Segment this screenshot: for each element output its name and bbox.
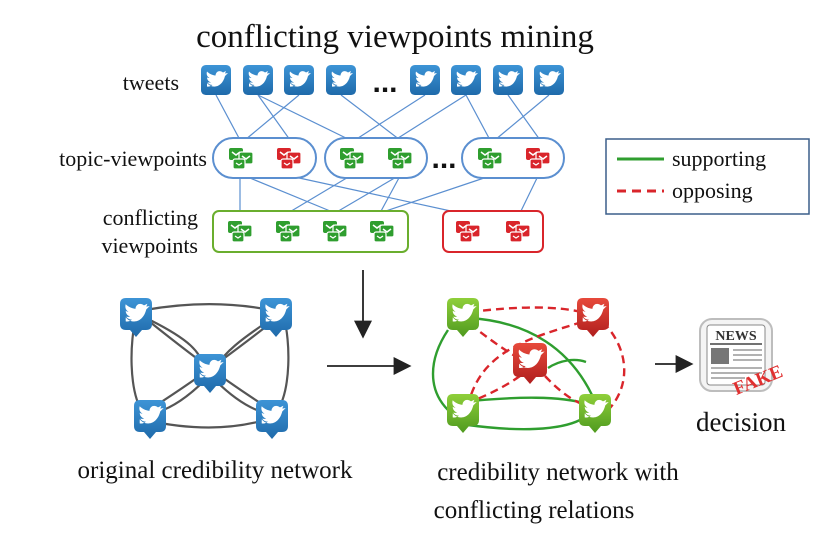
twitter-bird-icon xyxy=(120,298,152,337)
news-paper-icon: NEWS FAKE xyxy=(699,318,786,400)
legend-supporting-label: supporting xyxy=(672,146,766,171)
twitter-bird-icon xyxy=(447,298,479,337)
mining-link xyxy=(257,94,351,141)
topic-ellipsis: ... xyxy=(431,142,456,175)
supporting-viewpoint-group xyxy=(212,210,409,253)
tweets-label: tweets xyxy=(123,70,179,95)
tweet-icon xyxy=(451,65,481,95)
tweets-ellipsis: ... xyxy=(372,66,397,99)
twitter-bird-icon xyxy=(260,298,292,337)
twitter-bird-icon xyxy=(134,400,166,439)
mining-link xyxy=(244,175,336,214)
mining-link xyxy=(519,175,539,214)
mining-link xyxy=(354,94,426,141)
diagram-title: conflicting viewpoints mining xyxy=(196,19,594,55)
tweet-row xyxy=(201,65,564,95)
twitter-bird-icon xyxy=(194,354,226,393)
legend-opposing-label: opposing xyxy=(672,178,753,203)
tweet-icon xyxy=(201,65,231,95)
mining-link xyxy=(289,175,461,214)
mining-link xyxy=(257,94,291,141)
conflict-network-nodes xyxy=(447,298,611,433)
mining-link xyxy=(340,94,401,141)
mining-link xyxy=(507,94,541,141)
original-network-nodes xyxy=(120,298,292,439)
conflict-network-label-line1: credibility network with xyxy=(437,459,679,486)
twitter-bird-icon xyxy=(577,298,609,337)
news-header-text: NEWS xyxy=(715,329,756,344)
tweet-icon xyxy=(410,65,440,95)
mining-link xyxy=(394,94,467,141)
mining-link xyxy=(379,175,401,214)
topic-viewpoints-label: topic-viewpoints xyxy=(59,146,207,171)
mining-links xyxy=(215,94,550,214)
decision-label: decision xyxy=(696,407,786,437)
mining-link xyxy=(379,175,491,214)
mining-link xyxy=(465,94,491,141)
legend-box xyxy=(605,138,810,215)
conflicting-viewpoints-label-line2: viewpoints xyxy=(101,233,198,258)
tweet-icon xyxy=(326,65,356,95)
twitter-bird-icon xyxy=(256,400,288,439)
conflicting-viewpoints-label-line1: conflicting xyxy=(103,205,198,230)
mining-link xyxy=(244,94,300,141)
twitter-bird-icon xyxy=(513,343,547,384)
mining-link xyxy=(334,175,399,214)
legend: supporting opposing xyxy=(605,138,810,215)
tweet-icon xyxy=(534,65,564,95)
conflict-network-label-line2: conflicting relations xyxy=(434,497,635,524)
twitter-bird-icon xyxy=(447,394,479,433)
twitter-bird-icon xyxy=(579,394,611,433)
mining-link xyxy=(287,175,351,214)
tweet-icon xyxy=(493,65,523,95)
tweet-icon xyxy=(284,65,314,95)
tweet-icon xyxy=(243,65,273,95)
mining-link xyxy=(215,94,241,141)
mining-link xyxy=(494,94,550,141)
original-network-label: original credibility network xyxy=(78,457,353,484)
